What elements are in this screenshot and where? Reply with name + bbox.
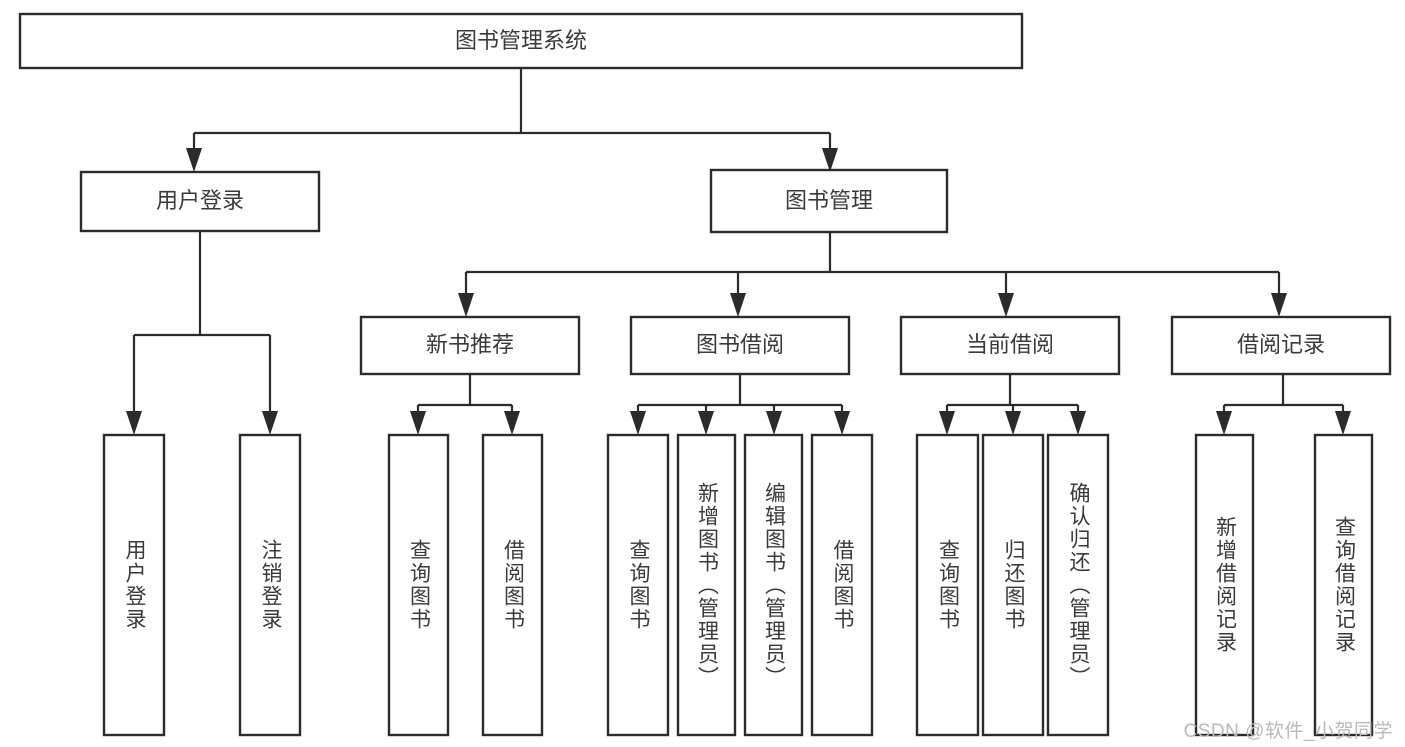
- arrow-head-new-book-recommend: [458, 293, 474, 317]
- node-root-label: 图书管理系统: [455, 28, 587, 53]
- node-current-borrow-box[interactable]: [899, 315, 1121, 376]
- arrow-head-bookborrow-leaf-1: [698, 411, 714, 435]
- arrow-head-newbook-leaf-0: [410, 411, 426, 435]
- arrow-head-leaf-logout: [262, 411, 278, 435]
- arrow-head-borrowrecord-leaf-0: [1216, 411, 1232, 435]
- leaf-box-record-add[interactable]: [1194, 433, 1255, 737]
- node-book-borrow-box[interactable]: [629, 315, 851, 376]
- connector-group-current-borrow-leaves: [939, 374, 1086, 435]
- connector-group-user-login-leaves: [126, 231, 278, 435]
- arrow-head-newbook-leaf-1: [504, 411, 520, 435]
- arrow-head-current-borrow: [998, 293, 1014, 317]
- arrow-head-currentborrow-leaf-1: [1005, 411, 1021, 435]
- arrow-head-leaf-user-login: [126, 411, 142, 435]
- leaf-box-newbook-borrow[interactable]: [481, 433, 544, 737]
- node-new-book-recommend-label: 新书推荐: [426, 332, 514, 357]
- arrow-head-bookborrow-leaf-0: [630, 411, 646, 435]
- leaf-box-borrow-edit[interactable]: [743, 433, 804, 737]
- arrow-head-bookborrow-leaf-2: [766, 411, 782, 435]
- node-current-borrow-label: 当前借阅: [966, 332, 1054, 357]
- node-user-login-box[interactable]: [79, 170, 321, 233]
- connector-group-borrow-record-leaves: [1216, 374, 1351, 435]
- leaf-box-record-query[interactable]: [1313, 433, 1374, 737]
- node-book-manage-box[interactable]: [709, 168, 949, 234]
- leaf-box-current-return[interactable]: [981, 433, 1045, 737]
- arrow-head-bookborrow-leaf-3: [834, 411, 850, 435]
- node-borrow-record-label: 借阅记录: [1237, 332, 1325, 357]
- leaf-box-borrow-lend[interactable]: [810, 433, 874, 737]
- node-book-manage-label: 图书管理: [785, 188, 873, 213]
- node-user-login-label: 用户登录: [156, 188, 244, 213]
- node-root-system[interactable]: 图书管理系统: [18, 12, 1024, 70]
- arrow-head-user-login: [186, 148, 202, 172]
- leaf-box-logout[interactable]: [238, 433, 302, 737]
- leaf-box-borrow-query[interactable]: [606, 433, 670, 737]
- leaf-box-borrow-add[interactable]: [676, 433, 737, 737]
- leaf-box-current-confirm[interactable]: [1046, 433, 1110, 737]
- connector-group-book-borrow-leaves: [630, 374, 850, 435]
- node-root-box[interactable]: [18, 12, 1024, 70]
- connector-group-root: [186, 68, 838, 172]
- arrow-head-book-manage: [822, 148, 838, 172]
- connector-group-new-book-leaves: [410, 374, 520, 435]
- node-book-borrow[interactable]: 图书借阅: [629, 315, 851, 376]
- node-new-book-recommend[interactable]: 新书推荐: [359, 315, 581, 376]
- leaf-box-newbook-query[interactable]: [387, 433, 450, 737]
- node-new-book-recommend-box[interactable]: [359, 315, 581, 376]
- node-borrow-record[interactable]: 借阅记录: [1170, 315, 1392, 376]
- leaf-box-current-query[interactable]: [915, 433, 980, 737]
- node-borrow-record-box[interactable]: [1170, 315, 1392, 376]
- connector-group-book-manage: [458, 232, 1287, 317]
- arrow-head-currentborrow-leaf-0: [939, 411, 955, 435]
- node-current-borrow[interactable]: 当前借阅: [899, 315, 1121, 376]
- leaf-box-group: [102, 433, 1374, 737]
- node-book-borrow-label: 图书借阅: [696, 332, 784, 357]
- node-user-login[interactable]: 用户登录: [79, 170, 321, 233]
- arrow-head-currentborrow-leaf-2: [1070, 411, 1086, 435]
- arrow-head-borrow-record: [1271, 293, 1287, 317]
- arrow-head-book-borrow: [730, 293, 746, 317]
- node-book-manage[interactable]: 图书管理: [709, 168, 949, 234]
- csdn-watermark: CSDN @软件_小贺同学: [1183, 721, 1393, 742]
- arrow-head-borrowrecord-leaf-1: [1335, 411, 1351, 435]
- leaf-box-user-login[interactable]: [102, 433, 166, 737]
